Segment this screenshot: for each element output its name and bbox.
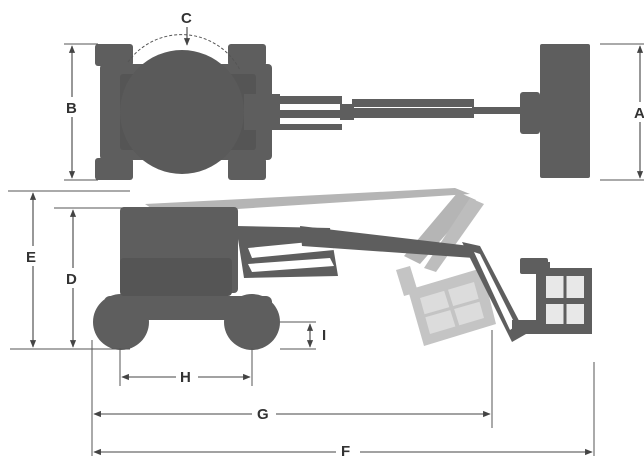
- side-view: [93, 188, 592, 350]
- label-d: D: [66, 271, 77, 288]
- label-i: I: [322, 327, 326, 344]
- top-boom-section-3: [272, 124, 342, 130]
- top-wheel-rear-right: [228, 158, 266, 180]
- top-wheel-front-right: [228, 44, 266, 66]
- top-boom-fly: [352, 99, 474, 107]
- label-c: C: [181, 10, 192, 27]
- side-main-boom: [300, 226, 474, 258]
- top-boom-jib: [472, 107, 524, 114]
- side-counterweight: [120, 258, 232, 296]
- top-jib-bracket: [520, 92, 540, 134]
- label-g: G: [257, 406, 269, 423]
- label-e: E: [26, 249, 36, 266]
- label-f: F: [341, 443, 350, 456]
- top-turntable: [120, 50, 244, 174]
- top-platform: [540, 44, 590, 178]
- side-platform-basket: [512, 258, 592, 334]
- side-chassis: [104, 296, 272, 320]
- top-boom-link: [340, 104, 354, 120]
- raised-basket: [396, 266, 496, 346]
- top-wheel-rear-left: [95, 158, 133, 180]
- label-b: B: [66, 100, 77, 117]
- label-a: A: [634, 105, 644, 122]
- top-boom-section-2: [272, 110, 342, 118]
- top-wheel-front-left: [95, 44, 133, 66]
- top-boom-section-1: [272, 96, 342, 104]
- label-h: H: [180, 369, 191, 386]
- top-view: [95, 34, 590, 180]
- top-boom-fly-lower: [352, 108, 474, 118]
- tail-swing-arc: [127, 34, 241, 71]
